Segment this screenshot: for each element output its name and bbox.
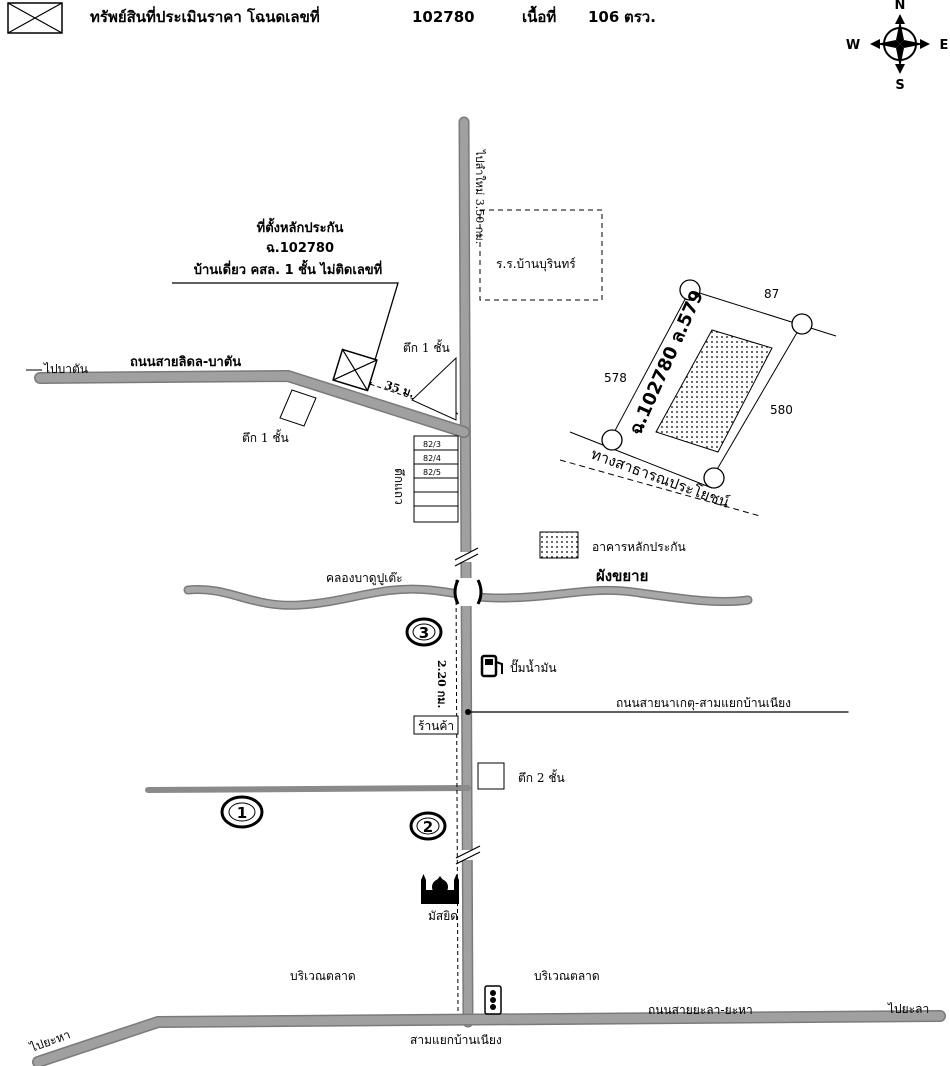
road-break-mark-bottom (455, 845, 481, 865)
callout-line2: ฉ.102780 (266, 241, 334, 256)
collateral-house-marker-icon (332, 348, 378, 392)
marker-1-label: 1 (237, 804, 247, 822)
building-1-a-label: ตึก 1 ชั้น (403, 339, 450, 355)
legend-text: ทรัพย์สินที่ประเมินราคา โฉนดเลขที่ (90, 6, 320, 26)
header-legend: ทรัพย์สินที่ประเมินราคา โฉนดเลขที่ 10278… (7, 2, 656, 34)
school-outline (479, 209, 603, 301)
canal-label: คลองบาดูปูเต๊ะ (326, 571, 403, 586)
building-2-label: ตึก 2 ชั้น (518, 769, 565, 785)
shop-label: ร้านค้า (418, 719, 454, 733)
marker-2-label: 2 (423, 818, 433, 836)
legend-building-label: อาคารหลักประกัน (592, 540, 686, 554)
west-road-name: ถนนสายลิดล-บาตัน (130, 355, 241, 370)
school-label: ร.ร.บ้านบุรินทร์ (496, 257, 576, 272)
building-2-storey (477, 762, 505, 790)
legend-cross-box-icon (7, 2, 63, 34)
market-left-label: บริเวณตลาด (290, 969, 356, 983)
marker-1: 1 (220, 795, 264, 829)
compass-w: W (846, 38, 860, 53)
bridge-icon (453, 578, 483, 606)
mosque-icon (421, 874, 459, 904)
building-1-b-label: ตึก 1 ชั้น (242, 429, 289, 445)
compass-n: N (895, 0, 906, 13)
marker-3-label: 3 (419, 624, 429, 642)
row-house-label: ตึกแถว (392, 468, 406, 505)
legend-dotted-box-icon (539, 531, 579, 559)
roads (32, 116, 946, 1066)
to-top-label: ไปลำใหม่ 3.50 กม. (473, 149, 486, 244)
compass-e: E (940, 38, 949, 53)
neighbor-left: 578 (604, 371, 627, 385)
row-house-number: 82/5 (423, 468, 441, 477)
row-house-number: 82/4 (423, 454, 441, 463)
junction-label: สามแยกบ้านเนียง (410, 1033, 502, 1047)
bottom-road-name: ถนนสายยะลา-ยะหา (648, 1003, 753, 1017)
gas-station-label: ปั๊มน้ำมัน (510, 659, 557, 675)
deed-number: 102780 (412, 8, 475, 26)
to-bataan-arrow: ไปบาตัน (26, 362, 88, 376)
side-road (145, 785, 471, 793)
road-break-mark-top (454, 547, 479, 567)
callout-line3: บ้านเดี่ยว คสล. 1 ชั้น ไม่ติดเลขที่ (194, 259, 383, 278)
building-1-storey-a (411, 356, 457, 421)
marker-3: 3 (405, 617, 443, 647)
callout-line1: ที่ตั้งหลักประกัน (257, 217, 344, 236)
shop-box (413, 715, 459, 735)
neighbor-top: 87 (764, 287, 779, 301)
traffic-light-icon (484, 985, 502, 1015)
mosque-label: มัสยิด (428, 909, 458, 923)
gas-pump-icon (480, 654, 503, 678)
distance-line (455, 579, 459, 1013)
to-bataan-label: ไปบาตัน (43, 362, 88, 376)
row-house-number: 82/3 (423, 440, 441, 449)
market-right-label: บริเวณตลาด (534, 969, 600, 983)
layout-plan-title: ผังขยาย (596, 567, 648, 585)
collateral-callout: ที่ตั้งหลักประกัน ฉ.102780 บ้านเดี่ยว คส… (172, 217, 399, 372)
plan-building (655, 329, 773, 453)
to-yala-label: ไปยะลา (887, 1002, 929, 1016)
compass-s: S (895, 78, 904, 93)
row-houses: 82/3 82/4 82/5 (413, 435, 459, 523)
layout-plan: ฉ.102780 ล.579 87 578 580 ทางสาธารณประโย… (559, 279, 837, 517)
distance-220-label: 2.20 กม. (435, 660, 448, 708)
building-1-storey-b (279, 389, 317, 427)
area-label: เนื้อที่ (522, 5, 556, 26)
east-road-name: ถนนสายนาเกตุ-สามแยกบ้านเนียง (616, 696, 791, 711)
area-unit: ตรว. (624, 8, 656, 26)
compass-rose-icon: N S W E (846, 0, 949, 93)
distance-35-label: 35 ม. (383, 378, 416, 400)
area-value: 106 (588, 8, 619, 26)
marker-2: 2 (409, 811, 447, 841)
neighbor-right: 580 (770, 403, 793, 417)
